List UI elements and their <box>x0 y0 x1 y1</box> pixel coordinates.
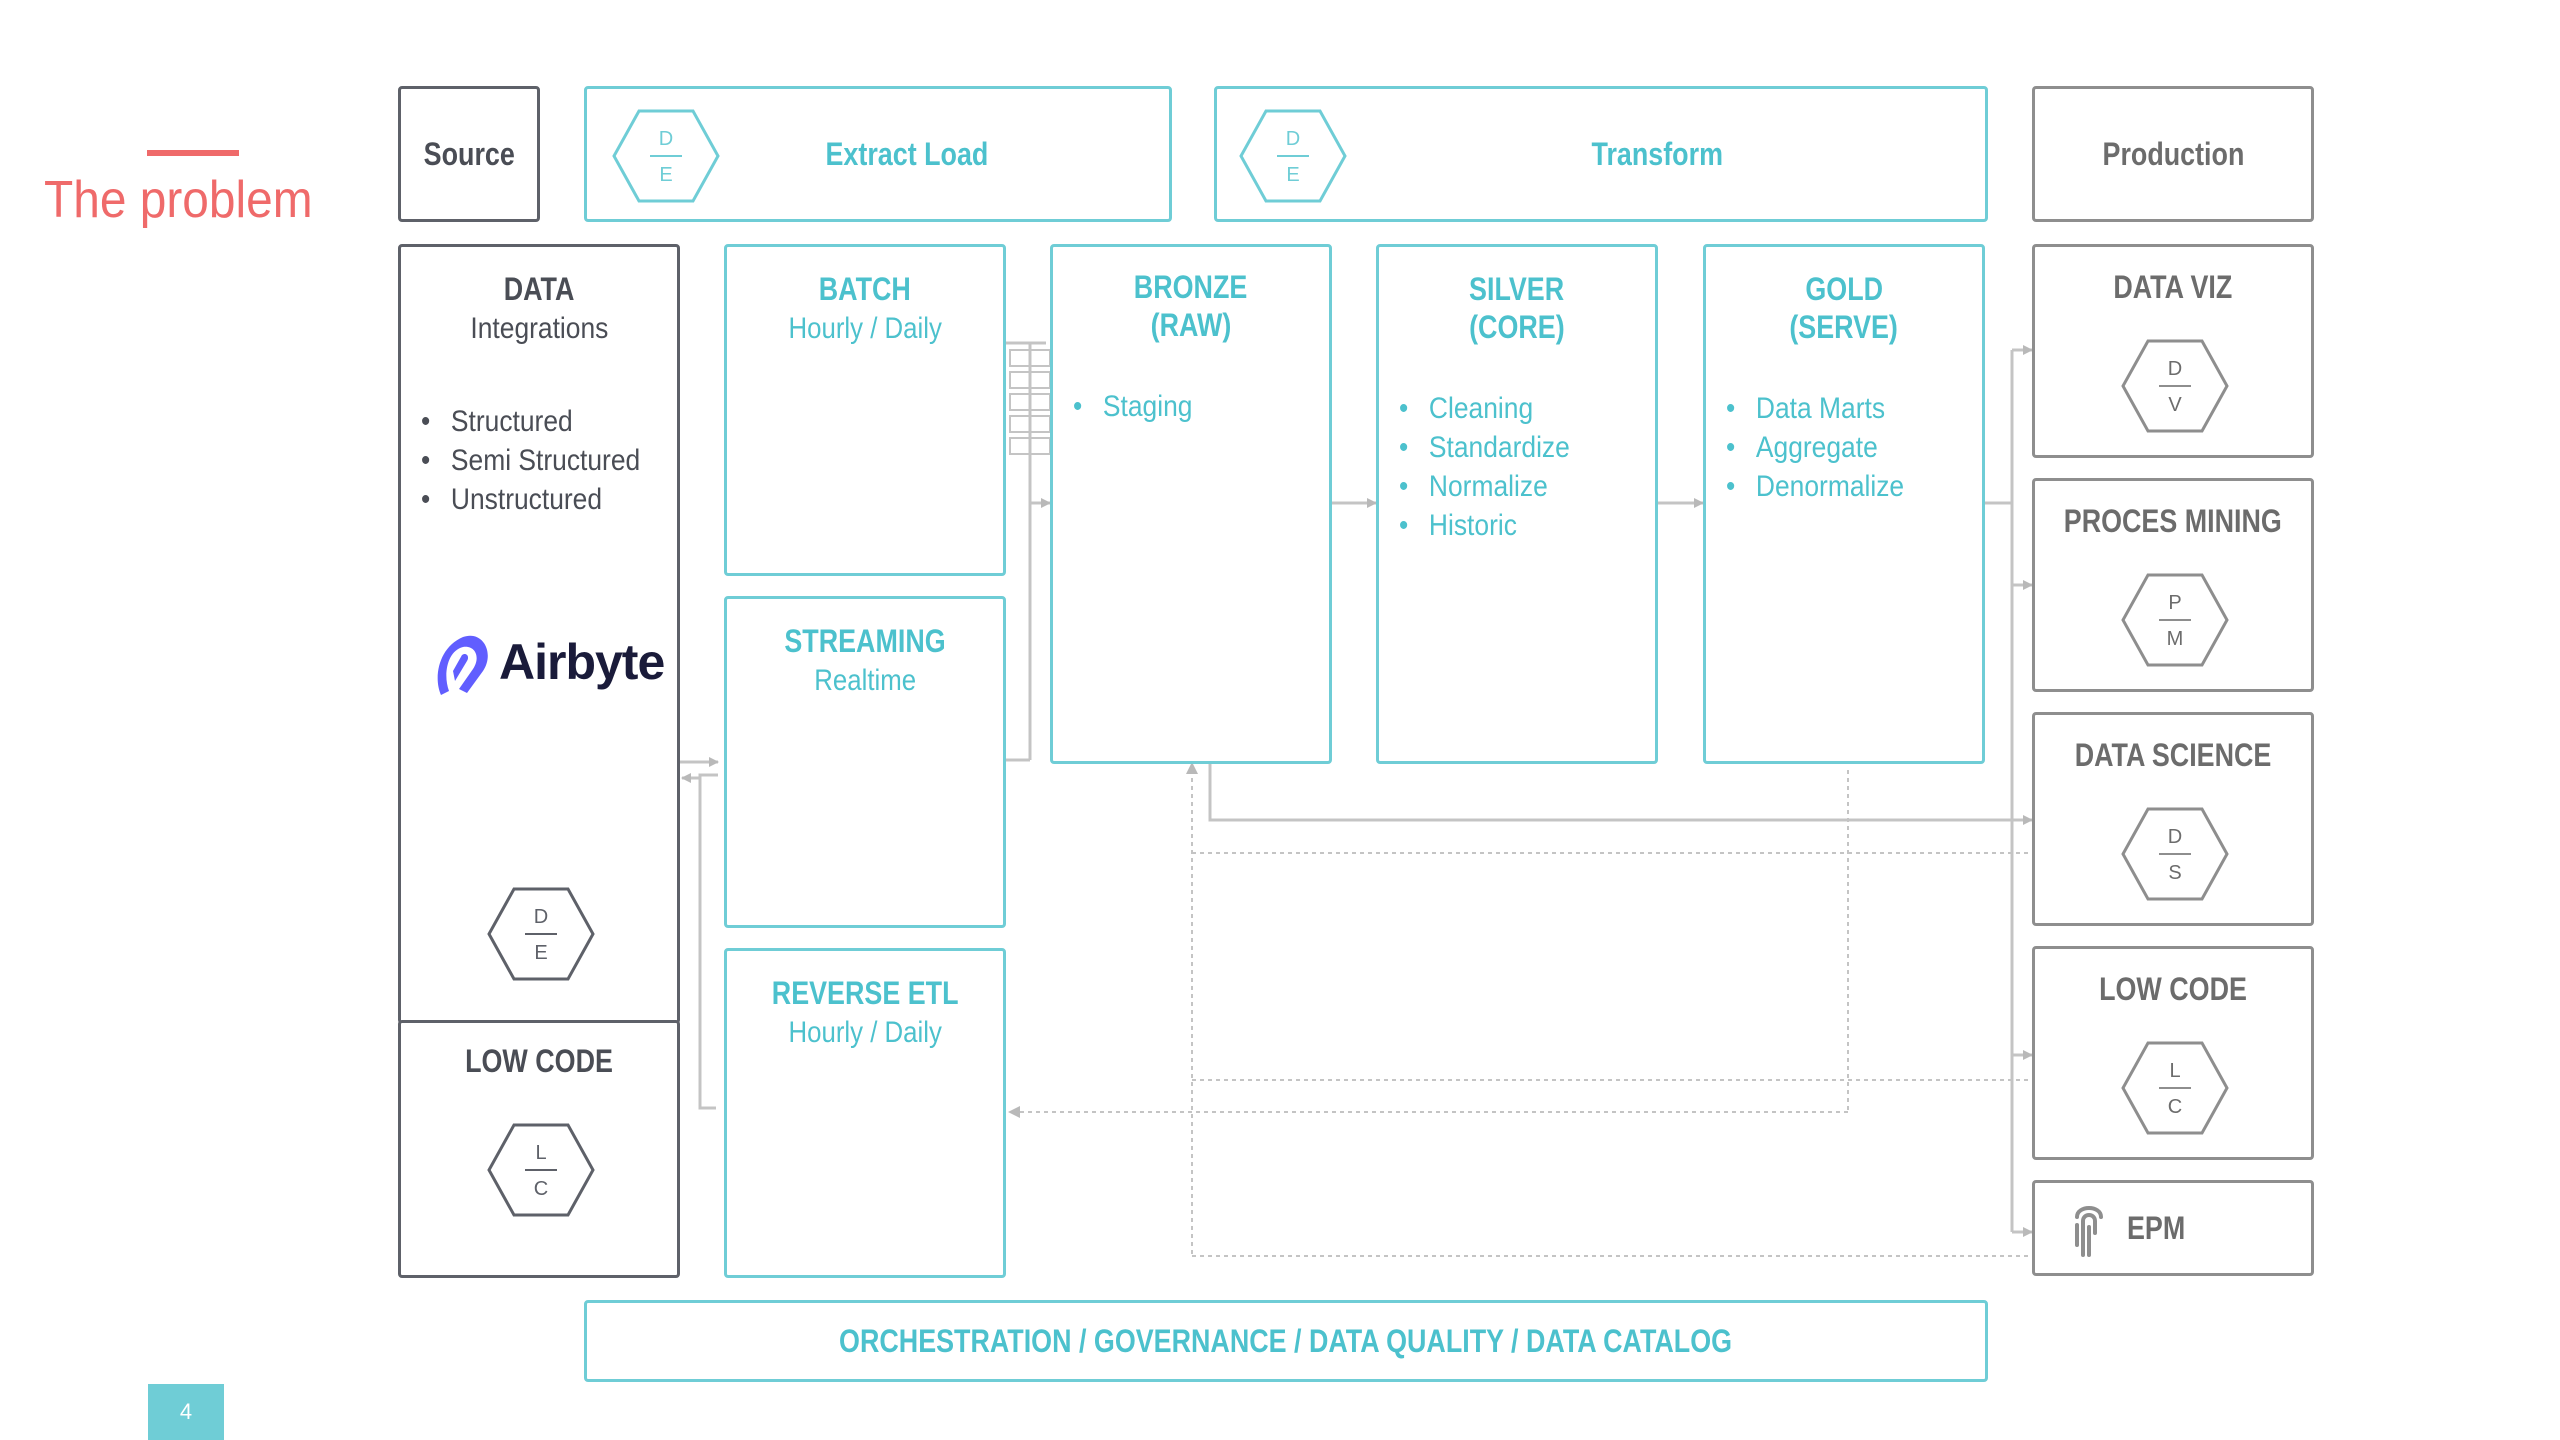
bronze-layer: BRONZE (RAW) Staging <box>1050 244 1332 764</box>
production-low-code-title: LOW CODE <box>2099 971 2247 1007</box>
process-mining-box: PROCES MINING P M <box>2032 478 2314 692</box>
list-item: Normalize <box>1399 467 1570 506</box>
transform-label: Transform <box>1591 135 1723 172</box>
gold-layer: GOLD (SERVE) Data Marts Aggregate Denorm… <box>1703 244 1985 764</box>
source-header-label: Source <box>423 135 515 172</box>
orchestration-label: ORCHESTRATION / GOVERNANCE / DATA QUALIT… <box>839 1322 1733 1359</box>
hexagon-badge-icon: L C <box>487 1123 595 1217</box>
badge-top: L <box>2169 1060 2180 1082</box>
hexagon-badge-icon: D V <box>2121 339 2229 433</box>
data-viz-box: DATA VIZ D V <box>2032 244 2314 458</box>
process-mining-title: PROCES MINING <box>2063 503 2283 539</box>
reverse-etl-box: REVERSE ETL Hourly / Daily <box>724 948 1006 1278</box>
streaming-box: STREAMING Realtime <box>724 596 1006 928</box>
streaming-title: STREAMING <box>784 623 946 659</box>
badge-bottom: E <box>534 942 547 964</box>
production-header: Production <box>2032 86 2314 222</box>
low-code-title: LOW CODE <box>465 1043 613 1079</box>
badge-top: D <box>2168 358 2182 380</box>
gold-list: Data Marts Aggregate Denormalize <box>1726 389 1904 506</box>
badge-bottom: C <box>2168 1096 2182 1118</box>
badge-top: L <box>535 1142 546 1164</box>
list-item: Cleaning <box>1399 389 1570 428</box>
bronze-list: Staging <box>1073 387 1192 426</box>
list-item: Standardize <box>1399 428 1570 467</box>
hexagon-badge-icon: L C <box>2121 1041 2229 1135</box>
badge-top: D <box>1286 128 1300 150</box>
gold-subtitle: (SERVE) <box>1789 309 1899 345</box>
data-subtitle: Integrations <box>470 312 608 345</box>
hexagon-badge-icon: D S <box>2121 807 2229 901</box>
airbyte-logo-icon <box>437 635 488 695</box>
badge-bottom: E <box>659 164 672 186</box>
badge-bottom: E <box>1286 164 1299 186</box>
source-list: Structured Semi Structured Unstructured <box>421 402 640 519</box>
production-low-code-box: LOW CODE L C <box>2032 946 2314 1160</box>
hexagon-badge-icon: D E <box>612 109 720 203</box>
silver-layer: SILVER (CORE) Cleaning Standardize Norma… <box>1376 244 1658 764</box>
list-item: Structured <box>421 402 640 441</box>
list-item: Unstructured <box>421 480 640 519</box>
gold-title: GOLD <box>1805 271 1883 307</box>
transform-header: D E Transform <box>1214 86 1988 222</box>
epm-box: EPM <box>2032 1180 2314 1276</box>
batch-subtitle: Hourly / Daily <box>788 312 942 345</box>
streaming-subtitle: Realtime <box>814 664 916 697</box>
source-data-integrations: DATA Integrations Structured Semi Struct… <box>398 244 680 1024</box>
list-item: Denormalize <box>1726 467 1904 506</box>
airbyte-logo-text: Airbyte <box>499 634 665 690</box>
epm-title: EPM <box>2127 1210 2186 1246</box>
badge-top: P <box>2168 592 2181 614</box>
silver-subtitle: (CORE) <box>1469 309 1565 345</box>
hexagon-badge-icon: P M <box>2121 573 2229 667</box>
list-item: Semi Structured <box>421 441 640 480</box>
batch-box: BATCH Hourly / Daily <box>724 244 1006 576</box>
source-header: Source <box>398 86 540 222</box>
bronze-title: BRONZE <box>1134 269 1248 305</box>
silver-title: SILVER <box>1469 271 1565 307</box>
list-item: Data Marts <box>1726 389 1904 428</box>
bronze-subtitle: (RAW) <box>1150 307 1232 343</box>
data-viz-title: DATA VIZ <box>2113 269 2233 305</box>
epm-logo-icon <box>2075 1206 2103 1257</box>
extract-load-label: Extract Load <box>825 135 989 172</box>
list-item: Aggregate <box>1726 428 1904 467</box>
slide-title: The problem <box>44 171 313 229</box>
hexagon-badge-icon: D E <box>1239 109 1347 203</box>
badge-bottom: S <box>2168 862 2181 884</box>
hexagon-badge-icon: D E <box>487 887 595 981</box>
badge-top: D <box>2168 826 2182 848</box>
badge-top: D <box>534 906 548 928</box>
badge-bottom: V <box>2168 394 2182 416</box>
title-accent-bar <box>147 150 239 156</box>
extract-load-header: D E Extract Load <box>584 86 1172 222</box>
reverse-etl-subtitle: Hourly / Daily <box>788 1016 942 1049</box>
badge-top: D <box>659 128 673 150</box>
airbyte-logo: Airbyte <box>431 627 671 707</box>
list-item: Historic <box>1399 506 1570 545</box>
data-science-title: DATA SCIENCE <box>2074 737 2272 773</box>
page-number-badge: 4 <box>148 1384 224 1440</box>
data-science-box: DATA SCIENCE D S <box>2032 712 2314 926</box>
production-header-label: Production <box>2102 135 2244 172</box>
reverse-etl-title: REVERSE ETL <box>771 975 959 1011</box>
list-item: Staging <box>1073 387 1192 426</box>
silver-list: Cleaning Standardize Normalize Historic <box>1399 389 1570 545</box>
badge-bottom: M <box>2167 628 2184 650</box>
orchestration-bar: ORCHESTRATION / GOVERNANCE / DATA QUALIT… <box>584 1300 1988 1382</box>
batch-title: BATCH <box>818 271 912 307</box>
source-low-code: LOW CODE L C <box>398 1020 680 1278</box>
page-number: 4 <box>179 1399 193 1424</box>
badge-bottom: C <box>534 1178 548 1200</box>
data-title: DATA <box>503 271 575 307</box>
